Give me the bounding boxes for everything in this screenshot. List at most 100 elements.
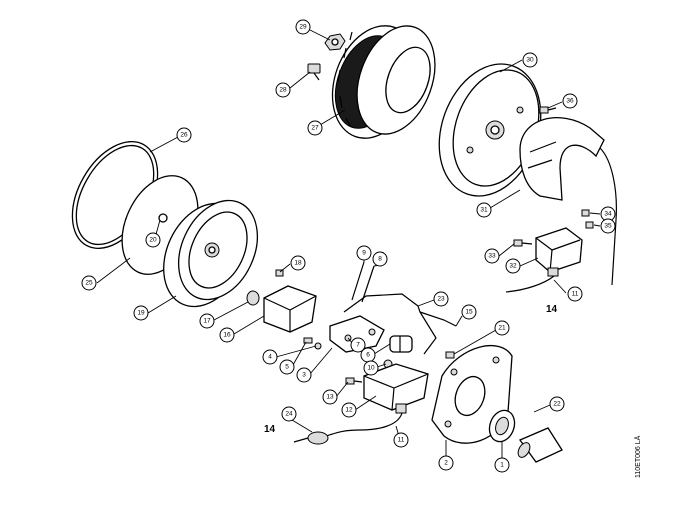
callout-10: 10 [363, 360, 379, 376]
callout-9: 9 [356, 245, 372, 261]
svg-text:29: 29 [299, 24, 307, 31]
svg-text:22: 22 [553, 401, 561, 408]
cap-part-22 [517, 427, 563, 463]
callout-13: 13 [322, 389, 338, 405]
callout-27: 27 [307, 120, 323, 136]
callout-36: 36 [562, 93, 578, 109]
wire-part-15 [419, 311, 457, 355]
shroud-part-31 [519, 117, 617, 286]
reference-label-lower: 14 [264, 424, 276, 435]
callout-34: 34 [600, 206, 616, 222]
svg-text:9: 9 [362, 250, 366, 257]
callout-12: 12 [341, 402, 357, 418]
svg-text:34: 34 [604, 211, 612, 218]
callout-24: 24 [281, 406, 297, 422]
bolt-part-35 [585, 221, 594, 229]
svg-text:1: 1 [500, 462, 504, 469]
svg-text:20: 20 [149, 237, 157, 244]
callout-16: 16 [219, 327, 235, 343]
callout-3: 3 [296, 367, 312, 383]
svg-text:19: 19 [137, 310, 145, 317]
svg-text:5: 5 [285, 364, 289, 371]
screw-part-28 [307, 63, 321, 81]
document-code: 110ET006 LÄ [634, 435, 642, 478]
callout-32: 32 [505, 258, 521, 274]
bolt-part-34 [581, 209, 590, 217]
svg-text:6: 6 [366, 352, 370, 359]
callout-22: 22 [549, 396, 565, 412]
callout-21: 21 [494, 320, 510, 336]
ht-lead-lower-part-11 [293, 412, 403, 445]
housing-part-30 [438, 63, 542, 197]
ignition-coil-part-12 [363, 363, 429, 414]
svg-text:7: 7 [356, 342, 360, 349]
svg-text:36: 36 [566, 98, 574, 105]
nut-part-29 [324, 33, 346, 51]
callout-35: 35 [600, 218, 616, 234]
callout-2: 2 [438, 455, 454, 471]
callout-28: 28 [275, 82, 291, 98]
svg-text:11: 11 [572, 291, 579, 298]
svg-text:24: 24 [285, 411, 293, 418]
callout-25: 25 [81, 275, 97, 291]
screw-part-18 [275, 269, 284, 277]
svg-text:35: 35 [604, 223, 612, 230]
callout-26: 26 [176, 127, 192, 143]
callout-11-upper: 11 [567, 286, 583, 302]
condenser-part-6 [389, 335, 413, 353]
screw-part-9 [351, 261, 365, 301]
callout-33: 33 [484, 248, 500, 264]
callout-4: 4 [262, 349, 278, 365]
svg-text:28: 28 [279, 87, 287, 94]
wire-part-23 [343, 293, 421, 313]
svg-text:12: 12 [345, 407, 353, 414]
callout-5: 5 [279, 359, 295, 375]
svg-text:13: 13 [326, 394, 334, 401]
svg-text:4: 4 [268, 354, 272, 361]
callout-18: 18 [290, 255, 306, 271]
screw-part-36 [539, 106, 557, 114]
svg-text:21: 21 [498, 325, 506, 332]
svg-text:33: 33 [488, 253, 496, 260]
screw-part-5 [303, 337, 313, 344]
svg-text:27: 27 [311, 125, 319, 132]
seal-part-1 [488, 409, 516, 443]
svg-text:3: 3 [302, 372, 306, 379]
washer-part-17 [246, 290, 260, 306]
svg-text:16: 16 [223, 332, 231, 339]
callout-23: 23 [433, 291, 449, 307]
callout-29: 29 [295, 19, 311, 35]
ignition-coil-part-32 [535, 227, 583, 277]
callout-6: 6 [360, 347, 376, 363]
screw-part-8 [361, 265, 375, 303]
callout-8: 8 [372, 251, 388, 267]
screw-part-13 [345, 377, 363, 385]
callout-1: 1 [494, 457, 510, 473]
callout-19: 19 [133, 305, 149, 321]
bracket-part-16 [263, 285, 317, 333]
svg-text:8: 8 [378, 256, 382, 263]
svg-text:23: 23 [437, 296, 445, 303]
svg-text:18: 18 [294, 260, 302, 267]
svg-text:2: 2 [444, 460, 448, 467]
finned-rotor-part-27 [331, 25, 436, 139]
screw-part-33 [513, 239, 533, 247]
svg-text:17: 17 [203, 318, 211, 325]
svg-text:26: 26 [180, 132, 188, 139]
callout-17: 17 [199, 313, 215, 329]
callout-11-lower: 11 [393, 432, 409, 448]
svg-text:10: 10 [367, 365, 375, 372]
svg-text:30: 30 [526, 57, 534, 64]
flywheel-part-19 [163, 199, 258, 308]
svg-text:11: 11 [398, 437, 405, 444]
callout-30: 30 [522, 52, 538, 68]
callout-20: 20 [145, 232, 161, 248]
callout-15: 15 [461, 304, 477, 320]
svg-text:31: 31 [480, 207, 488, 214]
svg-text:25: 25 [85, 280, 93, 287]
callout-7: 7 [350, 337, 366, 353]
reference-label-upper: 14 [546, 304, 558, 315]
screw-part-21 [445, 351, 455, 359]
svg-text:15: 15 [465, 309, 473, 316]
